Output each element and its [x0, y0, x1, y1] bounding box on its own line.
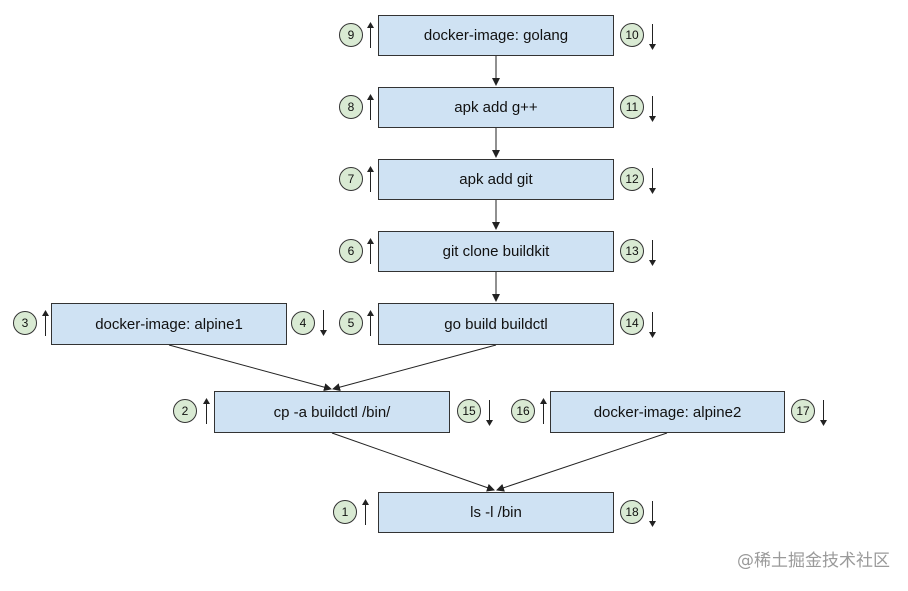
node-label: docker-image: alpine1 [95, 315, 243, 333]
node-golang: docker-image: golang [378, 15, 614, 56]
arrow-down-icon [820, 400, 827, 426]
arrow-down-icon [649, 168, 656, 194]
node-label: apk add g++ [454, 99, 538, 116]
arrow-down-icon [649, 240, 656, 266]
step-badge-15: 15 [457, 399, 481, 423]
step-badge-16: 16 [511, 399, 535, 423]
step-badge-6: 6 [339, 239, 363, 263]
node-alpine2: docker-image: alpine2 [550, 391, 785, 433]
edge-cp-to-ls [331, 432, 495, 492]
arrow-up-icon [203, 398, 210, 424]
step-badge-13: 13 [620, 239, 644, 263]
arrow-down-icon [649, 501, 656, 527]
arrow-up-icon [540, 398, 547, 424]
node-cp: cp -a buildctl /bin/ [214, 391, 450, 433]
arrow-up-icon [42, 310, 49, 336]
step-badge-17: 17 [791, 399, 815, 423]
step-badge-8: 8 [339, 95, 363, 119]
step-badge-12: 12 [620, 167, 644, 191]
arrow-up-icon [367, 22, 374, 48]
step-badge-3: 3 [13, 311, 37, 335]
arrow-up-icon [362, 499, 369, 525]
step-badge-11: 11 [620, 95, 644, 119]
step-badge-14: 14 [620, 311, 644, 335]
edge-alpine2-to-ls [496, 432, 668, 492]
arrow-down-icon [649, 96, 656, 122]
node-alpine1: docker-image: alpine1 [51, 303, 287, 345]
node-label: ls -l /bin [470, 504, 522, 521]
node-label: go build buildctl [444, 315, 548, 333]
arrow-down-icon [649, 24, 656, 50]
step-badge-4: 4 [291, 311, 315, 335]
node-git-clone: git clone buildkit [378, 231, 614, 272]
arrow-down-icon [649, 312, 656, 338]
arrow-down-icon [486, 400, 493, 426]
node-label: cp -a buildctl /bin/ [273, 403, 391, 421]
node-go-build: go build buildctl [378, 303, 614, 345]
arrow-up-icon [367, 238, 374, 264]
step-badge-9: 9 [339, 23, 363, 47]
node-apk-add-gpp: apk add g++ [378, 87, 614, 128]
edge-build-to-cp [332, 344, 497, 392]
node-label: apk add git [459, 171, 533, 188]
step-badge-2: 2 [173, 399, 197, 423]
arrow-up-icon [367, 166, 374, 192]
step-badge-1: 1 [333, 500, 357, 524]
node-label: docker-image: alpine2 [593, 403, 742, 421]
arrow-up-icon [367, 310, 374, 336]
step-badge-18: 18 [620, 500, 644, 524]
arrow-down-icon [320, 310, 327, 336]
node-apk-add-git: apk add git [378, 159, 614, 200]
step-badge-10: 10 [620, 23, 644, 47]
edge-alpine1-to-cp [168, 344, 332, 392]
step-badge-5: 5 [339, 311, 363, 335]
arrow-up-icon [367, 94, 374, 120]
node-ls: ls -l /bin [378, 492, 614, 533]
step-badge-7: 7 [339, 167, 363, 191]
watermark: @稀土掘金技术社区 [737, 551, 890, 571]
node-label: git clone buildkit [442, 243, 550, 260]
node-label: docker-image: golang [423, 27, 569, 44]
